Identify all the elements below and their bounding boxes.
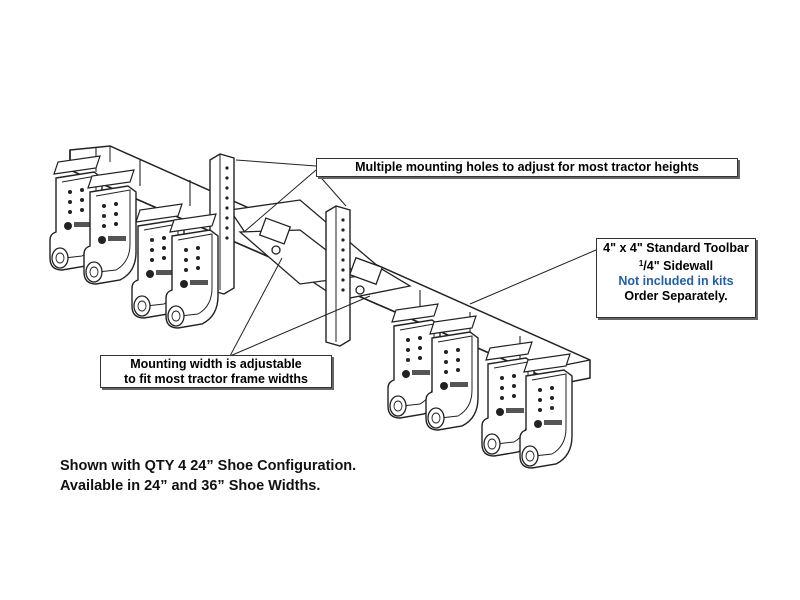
fraction-numerator: 1 — [638, 259, 644, 268]
toolbar-spec-order: Order Separately. — [624, 289, 728, 303]
caption-line2: Available in 24” and 36” Shoe Widths. — [60, 478, 321, 494]
sidewall-text: " Sidewall — [653, 259, 714, 273]
mounting-post-right — [325, 205, 351, 347]
shoe-4 — [165, 213, 219, 329]
callout-mounting-width: Mounting width is adjustable to fit most… — [100, 355, 332, 388]
toolbar-spec-line1: 4" x 4" Standard Toolbar — [603, 241, 749, 255]
leader-lines — [229, 159, 597, 357]
callout-toolbar-spec: 4" x 4" Standard Toolbar 1/4" Sidewall N… — [596, 238, 756, 318]
callout-mounting-heights: Multiple mounting holes to adjust for mo… — [316, 158, 738, 177]
toolbar-spec-line2: 1/4" Sidewall — [597, 256, 755, 274]
configuration-caption: Shown with QTY 4 24” Shoe Configuration.… — [60, 456, 356, 496]
caption-line1: Shown with QTY 4 24” Shoe Configuration. — [60, 458, 357, 474]
fraction-denominator: /4 — [643, 259, 654, 273]
width-line1: Mounting width is adjustable — [130, 357, 302, 371]
width-line2: to fit most tractor frame widths — [123, 372, 309, 386]
callout-heights-text: Multiple mounting holes to adjust for mo… — [355, 160, 699, 174]
toolbar-spec-not-included: Not included in kits — [618, 274, 734, 288]
